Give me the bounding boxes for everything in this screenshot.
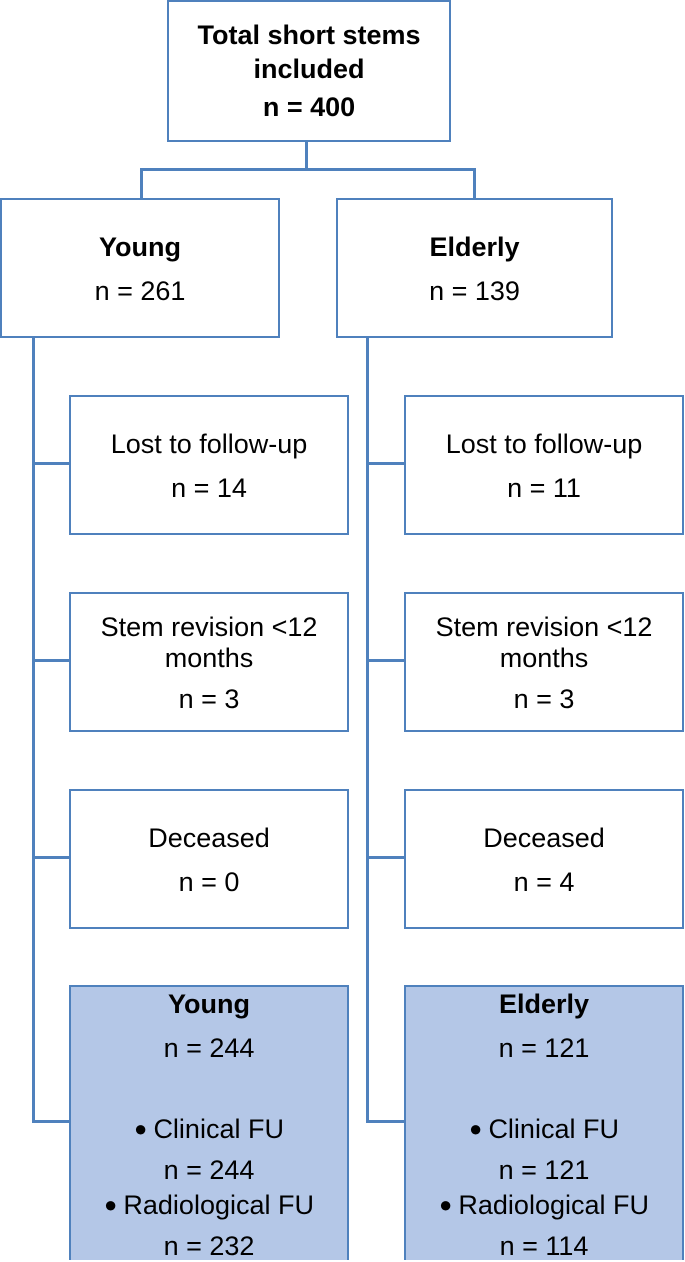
bullet-icon: [469, 1114, 488, 1144]
elderly-branch-final: [366, 1120, 404, 1123]
elderly-clinical-label: Clinical FU: [488, 1114, 619, 1144]
young-deceased-label: Deceased: [148, 823, 270, 853]
total-title-text: Total short stems included: [197, 20, 421, 84]
bullet-icon: [104, 1190, 123, 1220]
total-title: Total short stems included: [169, 18, 449, 86]
young-radiological-n: n = 232: [163, 1231, 255, 1261]
bullet-icon: [439, 1190, 458, 1220]
total-box: Total short stems included n = 400: [167, 0, 451, 142]
elderly-revision-box: Stem revision <12 months n = 3: [404, 592, 684, 732]
elderly-radiological-item: Radiological FU: [406, 1190, 682, 1221]
elderly-deceased-n: n = 4: [513, 867, 575, 897]
elderly-group-box: Elderly n = 139: [336, 198, 613, 338]
young-revision-label-2: months: [164, 643, 254, 673]
young-clinical-label: Clinical FU: [153, 1114, 284, 1144]
elderly-radiological-n: n = 114: [499, 1231, 589, 1261]
young-branch-revision: [32, 659, 70, 662]
connector-elderly-down: [473, 168, 476, 200]
elderly-revision-label-2: months: [499, 643, 589, 673]
young-clinical-n: n = 244: [163, 1155, 255, 1185]
elderly-lost-box: Lost to follow-up n = 11: [404, 395, 684, 535]
young-spine: [32, 336, 35, 1122]
elderly-clinical-item: Clinical FU: [406, 1114, 682, 1145]
elderly-final-title: Elderly: [498, 989, 590, 1019]
young-final-n: n = 244: [163, 1033, 255, 1063]
young-revision-box: Stem revision <12 months n = 3: [69, 592, 349, 732]
total-n: n = 400: [262, 92, 356, 122]
elderly-final-n: n = 121: [498, 1033, 590, 1063]
elderly-radiological-label: Radiological FU: [458, 1190, 649, 1220]
elderly-lost-n: n = 11: [507, 473, 581, 503]
connector-young-down: [140, 168, 143, 200]
elderly-n: n = 139: [429, 276, 520, 306]
young-radiological-label: Radiological FU: [123, 1190, 314, 1220]
young-branch-lost: [32, 462, 70, 465]
elderly-lost-label: Lost to follow-up: [445, 429, 643, 459]
elderly-clinical-n: n = 121: [498, 1155, 590, 1185]
young-branch-final: [32, 1120, 70, 1123]
bullet-icon: [134, 1114, 153, 1144]
young-revision-n: n = 3: [178, 684, 240, 714]
elderly-branch-deceased: [366, 856, 404, 859]
young-title: Young: [99, 232, 181, 262]
elderly-final-box: Elderly n = 121 Clinical FU n = 121 Radi…: [404, 985, 684, 1261]
elderly-deceased-label: Deceased: [483, 823, 605, 853]
young-deceased-box: Deceased n = 0: [69, 789, 349, 929]
young-lost-n: n = 14: [171, 473, 247, 503]
elderly-title: Elderly: [429, 232, 520, 262]
young-revision-label-1: Stem revision <12: [100, 612, 318, 642]
elderly-branch-lost: [366, 462, 404, 465]
elderly-spine: [366, 336, 369, 1122]
elderly-revision-label-1: Stem revision <12: [435, 612, 653, 642]
young-lost-box: Lost to follow-up n = 14: [69, 395, 349, 535]
elderly-branch-revision: [366, 659, 404, 662]
young-final-box: Young n = 244 Clinical FU n = 244 Radiol…: [69, 985, 349, 1261]
young-deceased-n: n = 0: [178, 867, 240, 897]
young-n: n = 261: [94, 276, 186, 306]
young-group-box: Young n = 261: [0, 198, 280, 338]
young-lost-label: Lost to follow-up: [110, 429, 308, 459]
young-branch-deceased: [32, 856, 70, 859]
young-radiological-item: Radiological FU: [71, 1190, 347, 1221]
connector-split-horizontal: [140, 168, 475, 171]
elderly-revision-n: n = 3: [513, 684, 575, 714]
elderly-deceased-box: Deceased n = 4: [404, 789, 684, 929]
young-final-title: Young: [168, 989, 250, 1019]
young-clinical-item: Clinical FU: [71, 1114, 347, 1145]
connector-total-down: [305, 140, 308, 170]
